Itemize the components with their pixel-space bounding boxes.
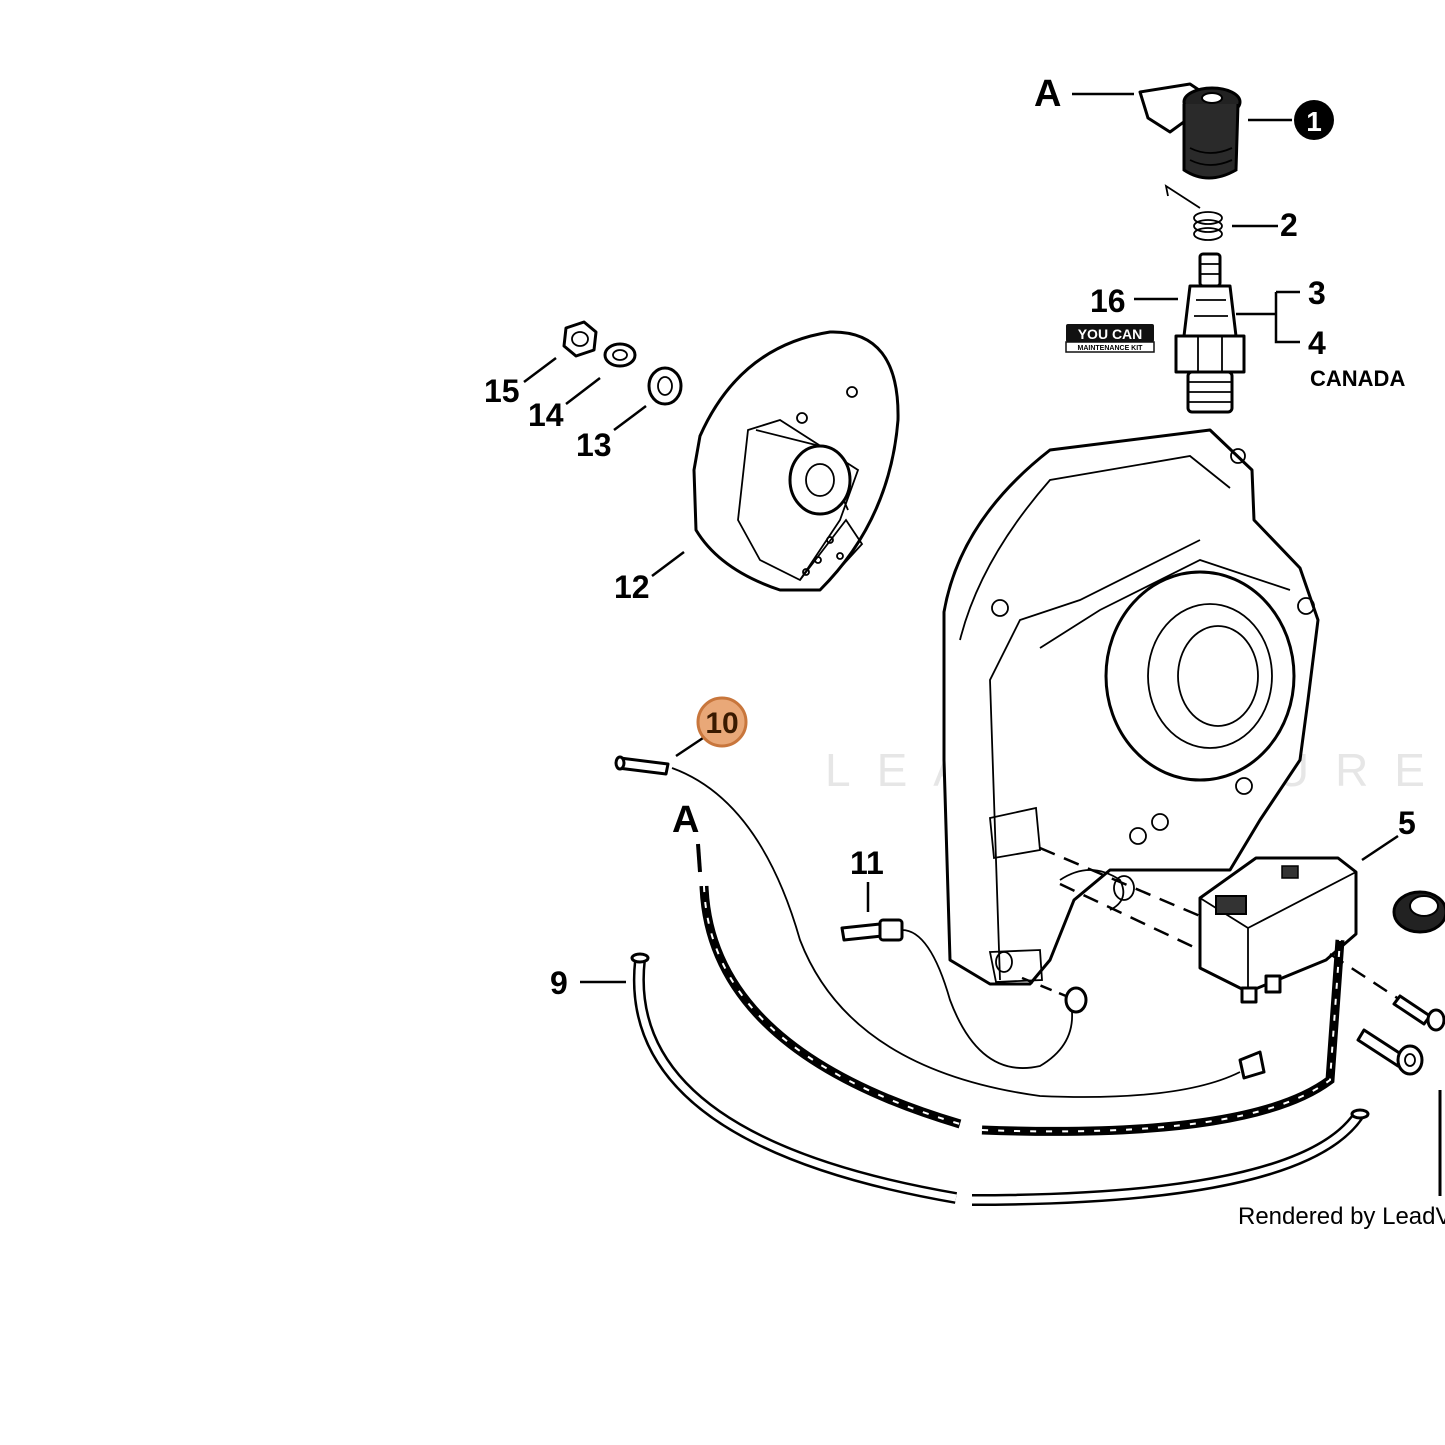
flywheel[interactable]	[692, 330, 900, 592]
leader-13	[613, 405, 647, 431]
footer-credit: Rendered by LeadVenture	[1238, 1203, 1445, 1230]
label-a-top: A	[1034, 73, 1061, 115]
ignition-module[interactable]	[1198, 856, 1358, 1004]
spring-clip[interactable]	[1164, 184, 1223, 241]
callout-2[interactable]: 2	[1280, 207, 1298, 243]
screw-lower[interactable]	[1356, 1028, 1424, 1076]
leader-14	[565, 377, 601, 405]
callout-10[interactable]: 10	[705, 707, 738, 740]
kit-top-text: YOU CAN	[1078, 326, 1143, 342]
callout-1[interactable]: 1	[1306, 106, 1322, 137]
spark-plug-boot[interactable]	[1138, 82, 1242, 180]
lock-washer[interactable]	[603, 342, 637, 368]
leader-15	[523, 357, 557, 383]
fuel-line[interactable]	[630, 952, 1370, 1206]
callout-9[interactable]: 9	[550, 965, 568, 1001]
callout-5[interactable]: 5	[1398, 805, 1416, 841]
callout-13[interactable]: 13	[576, 427, 612, 463]
callout-15[interactable]: 15	[484, 373, 520, 409]
callout-3[interactable]: 3	[1308, 275, 1326, 311]
flat-washer[interactable]	[647, 366, 683, 406]
spark-wire[interactable]	[614, 755, 1266, 1098]
callout-12[interactable]: 12	[614, 569, 650, 605]
screw-upper[interactable]	[1392, 994, 1445, 1032]
kit-bottom-text: MAINTENANCE KIT	[1078, 345, 1144, 352]
grommet[interactable]	[1392, 890, 1445, 934]
engine-housing	[942, 428, 1320, 986]
region-note-canada: CANADA	[1310, 366, 1405, 391]
callout-11[interactable]: 11	[850, 845, 884, 881]
callout-14[interactable]: 14	[528, 397, 564, 433]
spark-plug[interactable]	[1174, 252, 1246, 414]
callout-10-highlight[interactable]	[696, 696, 748, 748]
leader-5	[1361, 834, 1399, 862]
bracket-3-4	[1236, 290, 1300, 344]
ground-wire[interactable]	[840, 918, 1088, 1069]
nut[interactable]	[562, 320, 598, 358]
callout-1-marker	[1294, 100, 1334, 140]
maintenance-kit-badge: YOU CAN MAINTENANCE KIT	[1065, 324, 1155, 353]
callout-16[interactable]: 16	[1090, 283, 1126, 319]
leader-12	[651, 551, 685, 577]
leader-10	[675, 734, 707, 758]
callout-4[interactable]: 4	[1308, 325, 1326, 361]
kill-wire[interactable]	[696, 843, 1345, 1136]
label-a-bottom: A	[672, 799, 699, 841]
